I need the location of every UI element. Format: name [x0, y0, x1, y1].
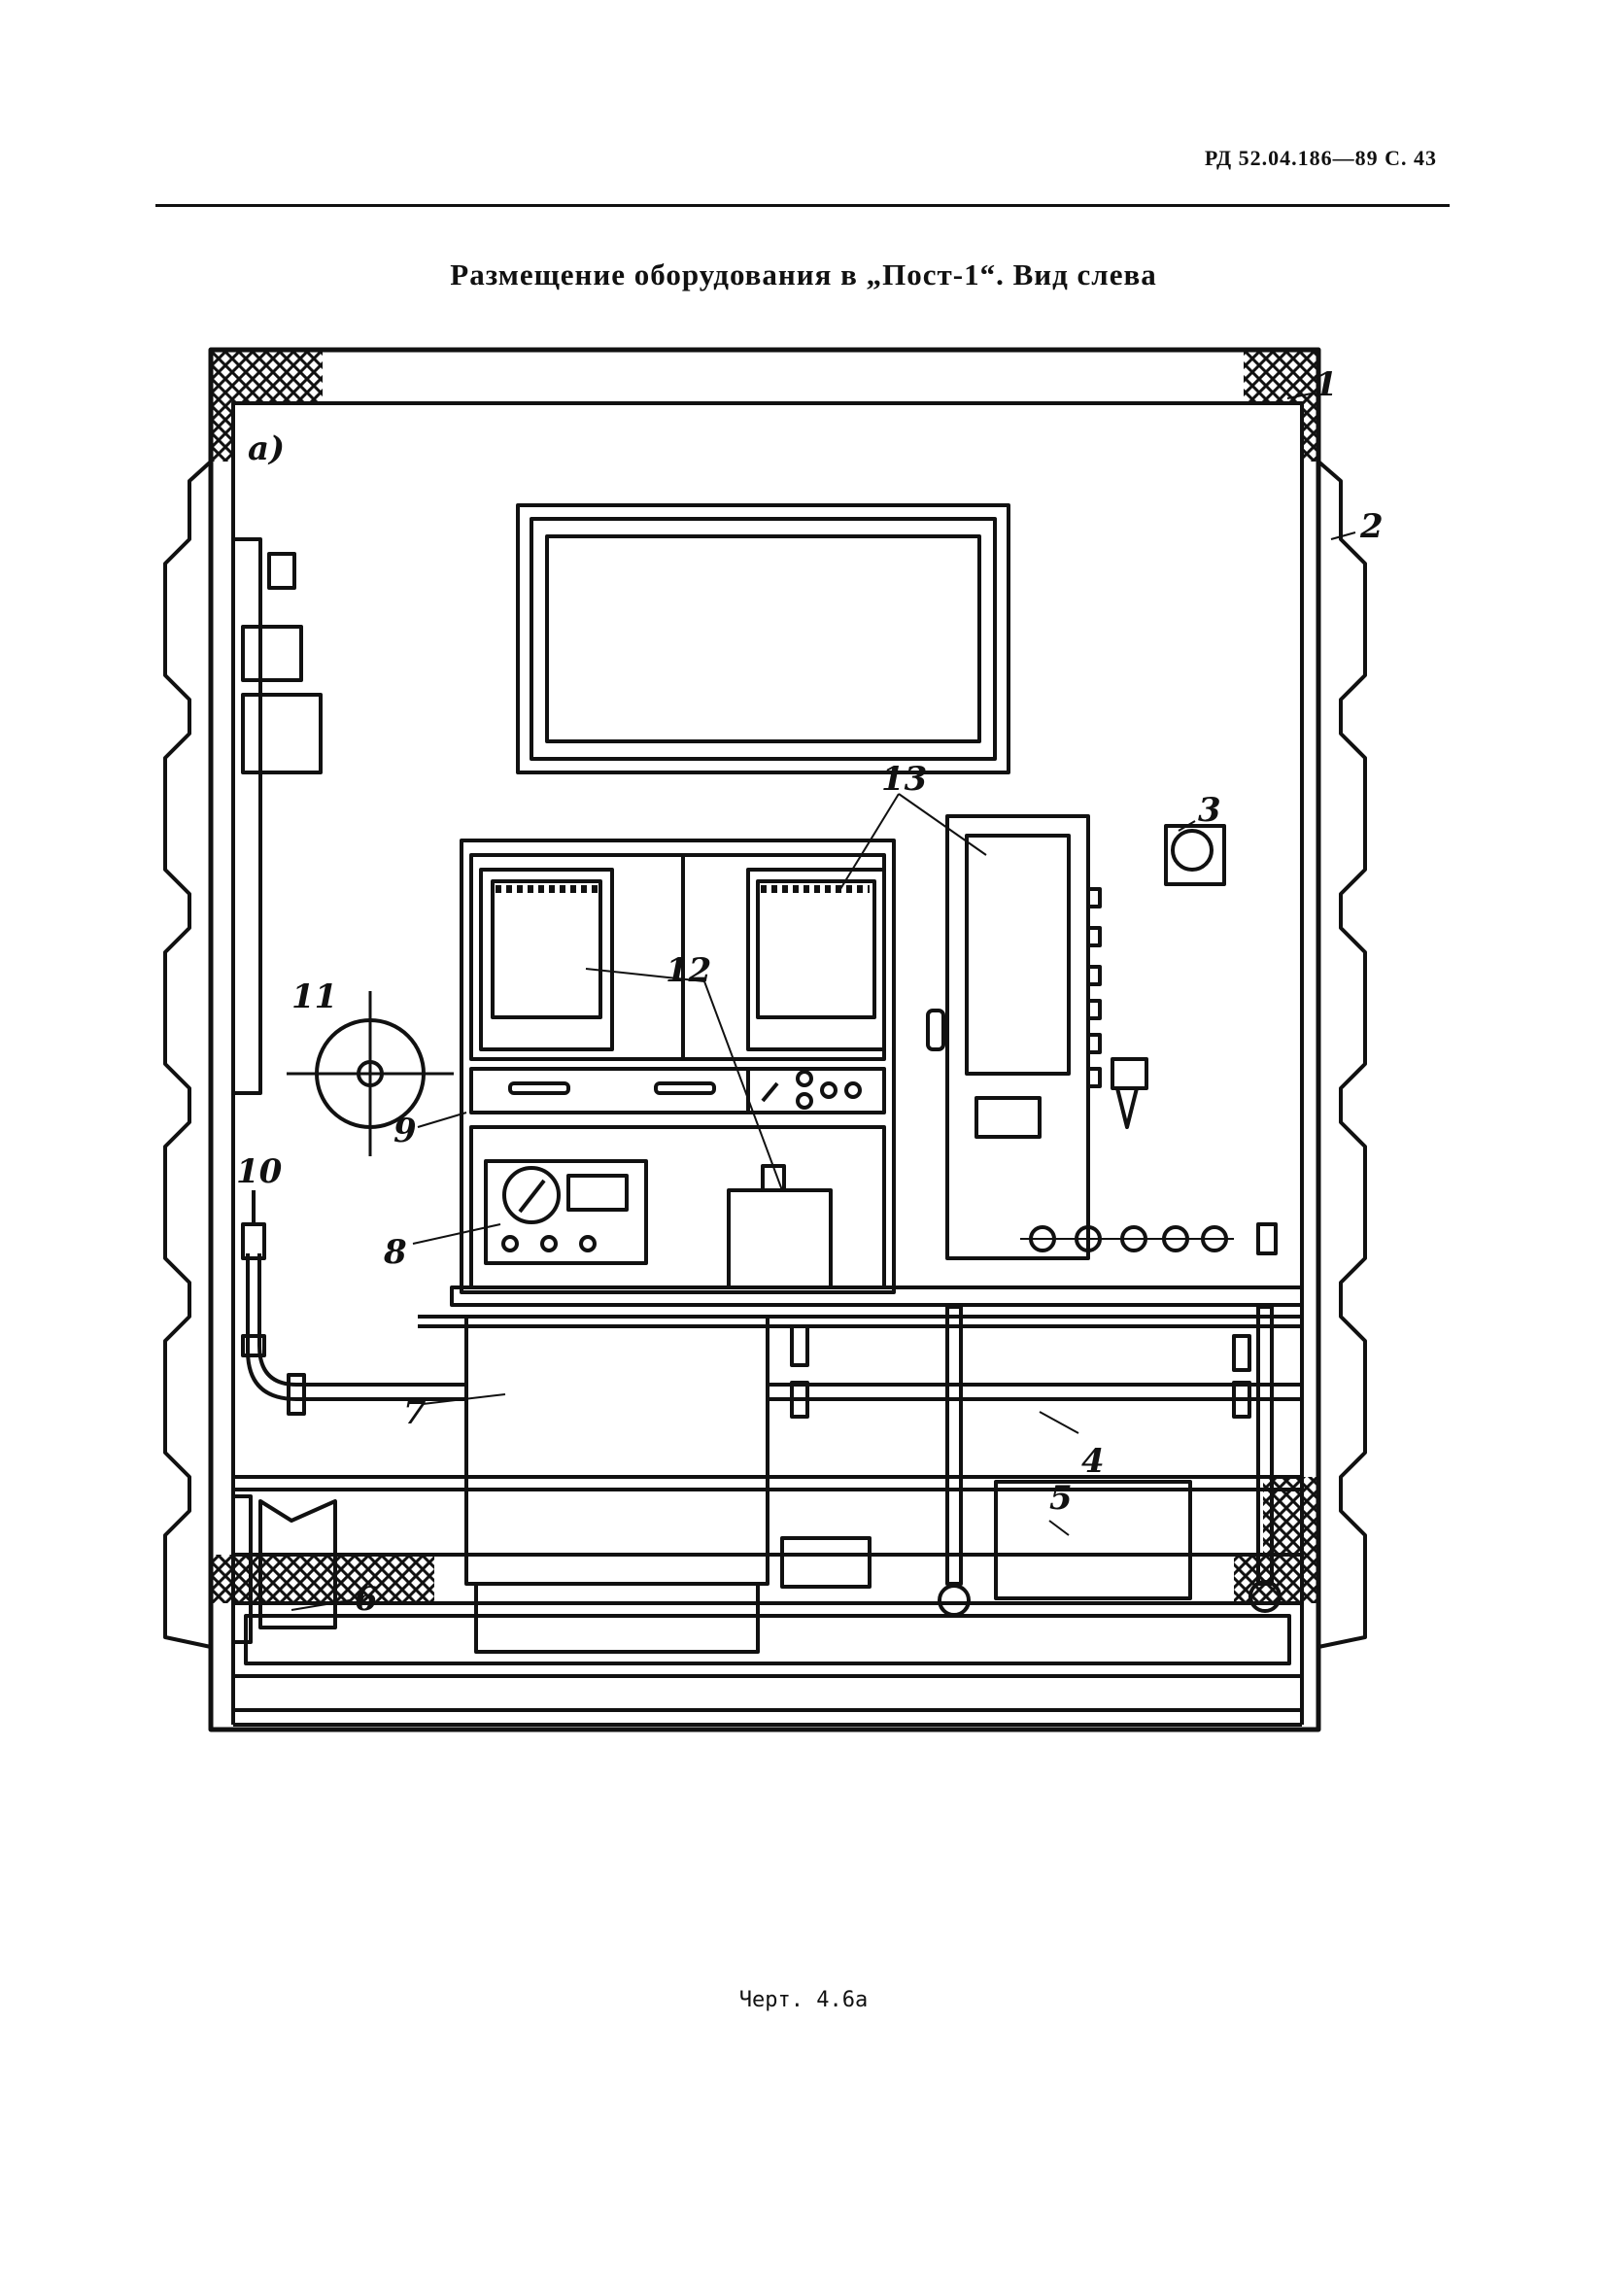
gauge-instrument — [484, 1159, 648, 1265]
document-reference: РД 52.04.186—89 С. 43 — [1204, 146, 1437, 170]
equipment-layout-drawing: а) 1 2 3 4 5 6 7 8 9 10 11 12 13 — [151, 345, 1389, 1919]
callout-11: 11 — [291, 977, 337, 1016]
standpipes — [938, 1305, 1282, 1617]
callout-13: 13 — [881, 760, 927, 799]
inlet-pipe — [241, 1190, 466, 1416]
callout-4: 4 — [1081, 1442, 1105, 1481]
callout-7: 7 — [403, 1393, 427, 1432]
recorder-left — [479, 868, 614, 1051]
side-ribs-right — [1316, 460, 1367, 1649]
header-rule — [155, 204, 1450, 207]
side-ribs-left — [163, 460, 213, 1649]
figure-caption: Черт. 4.6а — [738, 1988, 869, 2012]
callout-10: 10 — [236, 1152, 283, 1191]
figure-title: Размещение оборудования в „Пост-1“. Вид … — [450, 257, 1157, 291]
callout-2: 2 — [1359, 507, 1384, 546]
storage-box — [994, 1480, 1192, 1600]
wall-meter — [1164, 824, 1226, 886]
callout-1: 1 — [1315, 365, 1338, 404]
callout-8: 8 — [383, 1233, 407, 1272]
reel — [287, 991, 454, 1156]
terminal-row — [1020, 1222, 1278, 1255]
recorder-right — [746, 868, 886, 1051]
callout-5: 5 — [1049, 1479, 1073, 1518]
leader-lines — [291, 393, 1356, 1611]
wall-device-left — [231, 537, 323, 1095]
small-box — [780, 1536, 872, 1589]
instrument-rack — [460, 839, 896, 1294]
control-knobs-rack — [761, 1070, 862, 1110]
base-skid — [231, 1601, 1304, 1727]
callout-12: 12 — [666, 951, 711, 990]
control-cabinet — [926, 814, 1148, 1260]
hinged-box — [231, 1494, 337, 1644]
callout-3: 3 — [1198, 791, 1221, 830]
insulation-hatching — [211, 350, 1318, 1603]
enclosure-outline — [208, 347, 1321, 1732]
window — [516, 503, 1010, 774]
callout-6: 6 — [355, 1580, 378, 1619]
tank — [464, 1315, 769, 1654]
distribution-pipes — [233, 1324, 1302, 1491]
callout-labels: а) 1 2 3 4 5 6 7 8 9 10 11 12 13 — [236, 365, 1384, 1619]
cabinet-connectors — [1086, 887, 1148, 1129]
view-label: а) — [248, 429, 285, 468]
callout-9: 9 — [393, 1112, 417, 1150]
